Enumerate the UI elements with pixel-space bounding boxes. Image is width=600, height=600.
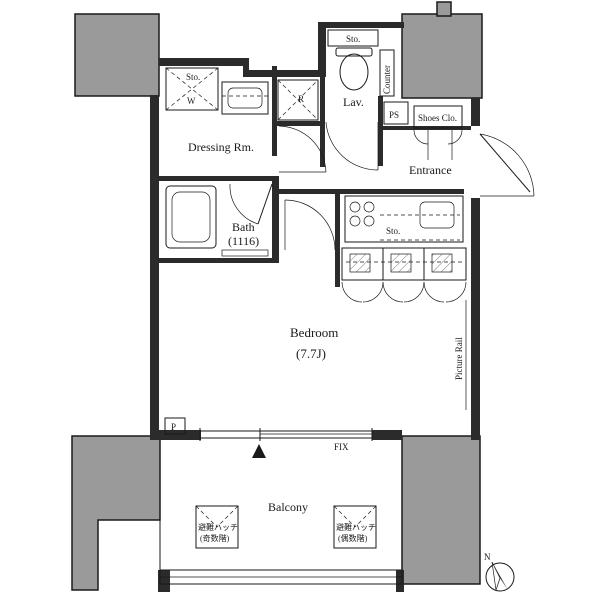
outer-walls — [150, 22, 480, 592]
shoes-closet — [413, 105, 463, 129]
dressing-room-label: Dressing Rm. — [188, 140, 254, 154]
fix-label: FIX — [334, 442, 349, 452]
bathtub — [165, 185, 217, 249]
bath-counter — [221, 249, 269, 257]
bath-door[interactable] — [257, 183, 273, 225]
toilet-tank — [335, 47, 373, 57]
kitchen-counter — [344, 195, 464, 243]
picture-rail-label: Picture Rail — [454, 337, 464, 380]
refrigerator-space — [277, 79, 319, 121]
shoes-closet-label: Shoes Clo. — [418, 113, 457, 123]
toilet-bowl — [339, 53, 369, 91]
lav-storage-label: Sto. — [346, 34, 360, 44]
column-top-right-post — [436, 1, 452, 17]
dressing-storage-label: Sto. — [186, 72, 200, 82]
bath-size-label: (1116) — [228, 234, 259, 248]
dressing-door-swing — [278, 125, 327, 173]
column-top-left — [74, 13, 160, 97]
bath-label: Bath — [232, 220, 255, 234]
evacuation-hatch-right — [333, 505, 377, 549]
pipe-space — [383, 101, 409, 125]
balcony-window — [199, 428, 373, 441]
north-label: N — [484, 552, 491, 562]
refrigerator-label: R — [298, 94, 304, 104]
dressing-storage — [165, 67, 219, 111]
lav-door-swing — [325, 121, 379, 171]
balcony-label: Balcony — [268, 500, 308, 514]
lav-storage — [327, 29, 379, 47]
evacuation-hatch-left — [195, 505, 239, 549]
p-label: P — [171, 422, 176, 432]
ps-label: PS — [389, 110, 399, 120]
hatch-left-line1: 避難ハッチ — [198, 522, 238, 532]
column-bottom-left — [71, 435, 161, 591]
hatch-right-line2: (偶数階) — [338, 533, 368, 543]
hatch-right-line1: 避難ハッチ — [336, 522, 376, 532]
north-arrow-icon — [485, 561, 515, 592]
column-top-right — [401, 13, 483, 99]
lav-label: Lav. — [343, 95, 364, 109]
bedroom-size-label: (7.7J) — [296, 346, 326, 361]
kitchen-storage-label: Sto. — [386, 226, 400, 236]
lav-counter — [379, 49, 395, 97]
bedroom-label: Bedroom — [290, 325, 338, 340]
bedroom-closets — [341, 247, 467, 303]
washer-label: W — [187, 96, 196, 106]
entry-arrow — [252, 444, 266, 458]
entrance-door[interactable] — [479, 133, 531, 193]
hatch-left-line2: (奇数階) — [200, 533, 230, 543]
column-bottom-right — [401, 435, 481, 585]
p-box — [164, 417, 186, 435]
washbasin-counter — [221, 81, 269, 115]
stove-burners — [349, 201, 375, 227]
entrance-label: Entrance — [409, 163, 452, 177]
counter-label: Counter — [382, 65, 392, 94]
